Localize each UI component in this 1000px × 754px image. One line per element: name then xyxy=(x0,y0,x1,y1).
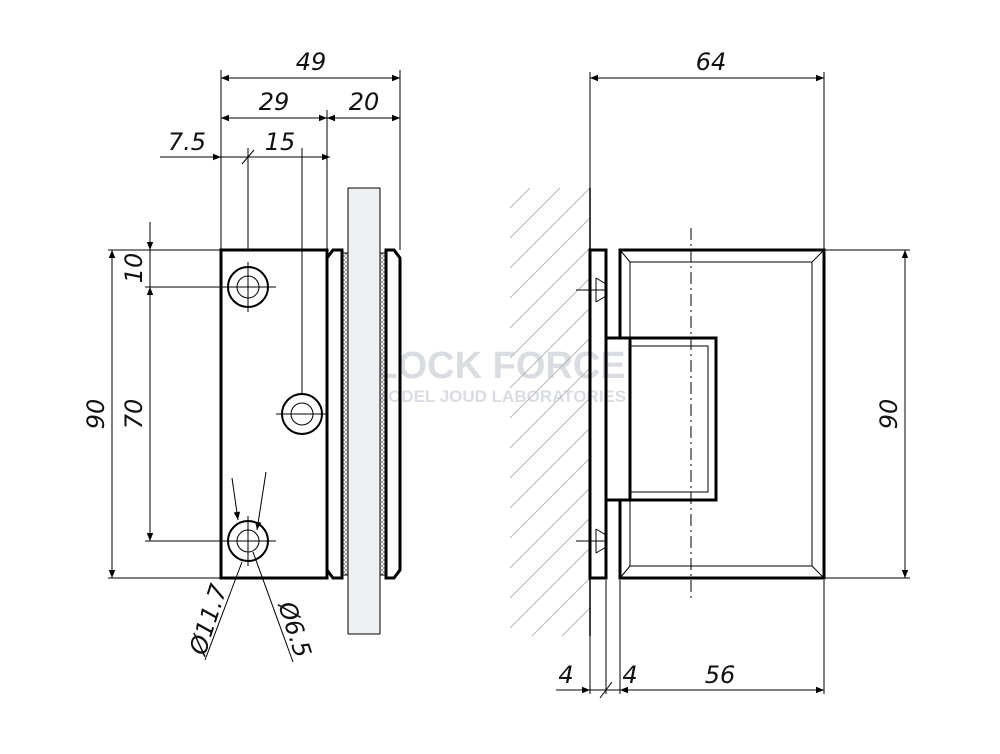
mounting-hole-top xyxy=(222,262,276,312)
clamp-body-side xyxy=(618,248,826,580)
watermark-brand: LOCK FORCE xyxy=(374,345,625,387)
dim-body-width-label: 29 xyxy=(259,88,290,116)
dim-overall-height-front-label: 90 xyxy=(82,399,110,430)
dim-body-depth-label: 56 xyxy=(705,661,736,689)
dim-hole-spacing-label: 15 xyxy=(265,128,296,156)
side-view: 64 90 4 4 56 xyxy=(509,48,910,699)
dim-height-side-label: 90 xyxy=(875,399,903,430)
side-extension-lines xyxy=(589,72,910,694)
dim-gap: 4 xyxy=(606,661,638,691)
dim-overall-depth-label: 64 xyxy=(696,48,727,76)
dim-hole-diameter-label: Ø6.5 xyxy=(272,597,317,661)
watermark-tagline: MODEL JOUD LABORATORIES xyxy=(374,387,626,406)
cutout-edge xyxy=(630,345,709,493)
hinge-body xyxy=(219,248,329,580)
screw-top xyxy=(576,277,607,303)
dim-overall-depth: 64 xyxy=(590,48,824,82)
dim-height-side: 90 xyxy=(875,250,909,578)
dim-hole-offset: 7.5 xyxy=(160,128,255,165)
dim-hole-diameter: Ø6.5 xyxy=(252,471,317,663)
wall-plate xyxy=(588,248,608,580)
dim-counterbore-diameter-label: Ø11.7 xyxy=(184,580,234,659)
front-view: 49 29 20 7.5 15 10 70 xyxy=(82,48,402,663)
dim-counterbore-diameter: Ø11.7 xyxy=(184,477,243,661)
dim-plate-width-label: 20 xyxy=(349,88,380,116)
dim-wall-plate-thickness-label: 4 xyxy=(558,661,573,689)
dim-hole-spacing: 15 xyxy=(248,128,330,161)
dim-body-width: 29 xyxy=(221,88,327,122)
glass-panel xyxy=(348,188,380,634)
dim-top-hole-offset: 10 xyxy=(120,222,154,287)
dim-top-hole-offset-label: 10 xyxy=(120,253,148,284)
hinge-knuckle xyxy=(606,336,632,502)
dim-overall-width-label: 49 xyxy=(296,48,327,76)
dim-hole-offset-label: 7.5 xyxy=(168,128,206,156)
dim-hole-pitch: 70 xyxy=(120,287,154,541)
dim-overall-width: 49 xyxy=(221,48,400,82)
front-extension-lines xyxy=(220,70,401,395)
clamp-bevel xyxy=(629,261,813,567)
dim-hole-pitch-label: 70 xyxy=(120,399,148,430)
mounting-hole-middle xyxy=(276,393,328,435)
mounting-hole-bottom xyxy=(222,516,276,566)
dim-wall-plate-thickness: 4 xyxy=(556,661,613,699)
clamp-plate-inner xyxy=(325,248,344,580)
dim-body-depth: 56 xyxy=(620,661,824,694)
dim-plate-width: 20 xyxy=(327,88,400,122)
dim-gap-label: 4 xyxy=(622,661,637,689)
wall-hatch xyxy=(509,187,591,637)
clamp-plate-outer xyxy=(384,248,402,580)
screw-bottom xyxy=(576,528,607,554)
watermark: LOCK FORCE MODEL JOUD LABORATORIES xyxy=(374,345,626,406)
dim-overall-height-front: 90 xyxy=(82,250,116,578)
